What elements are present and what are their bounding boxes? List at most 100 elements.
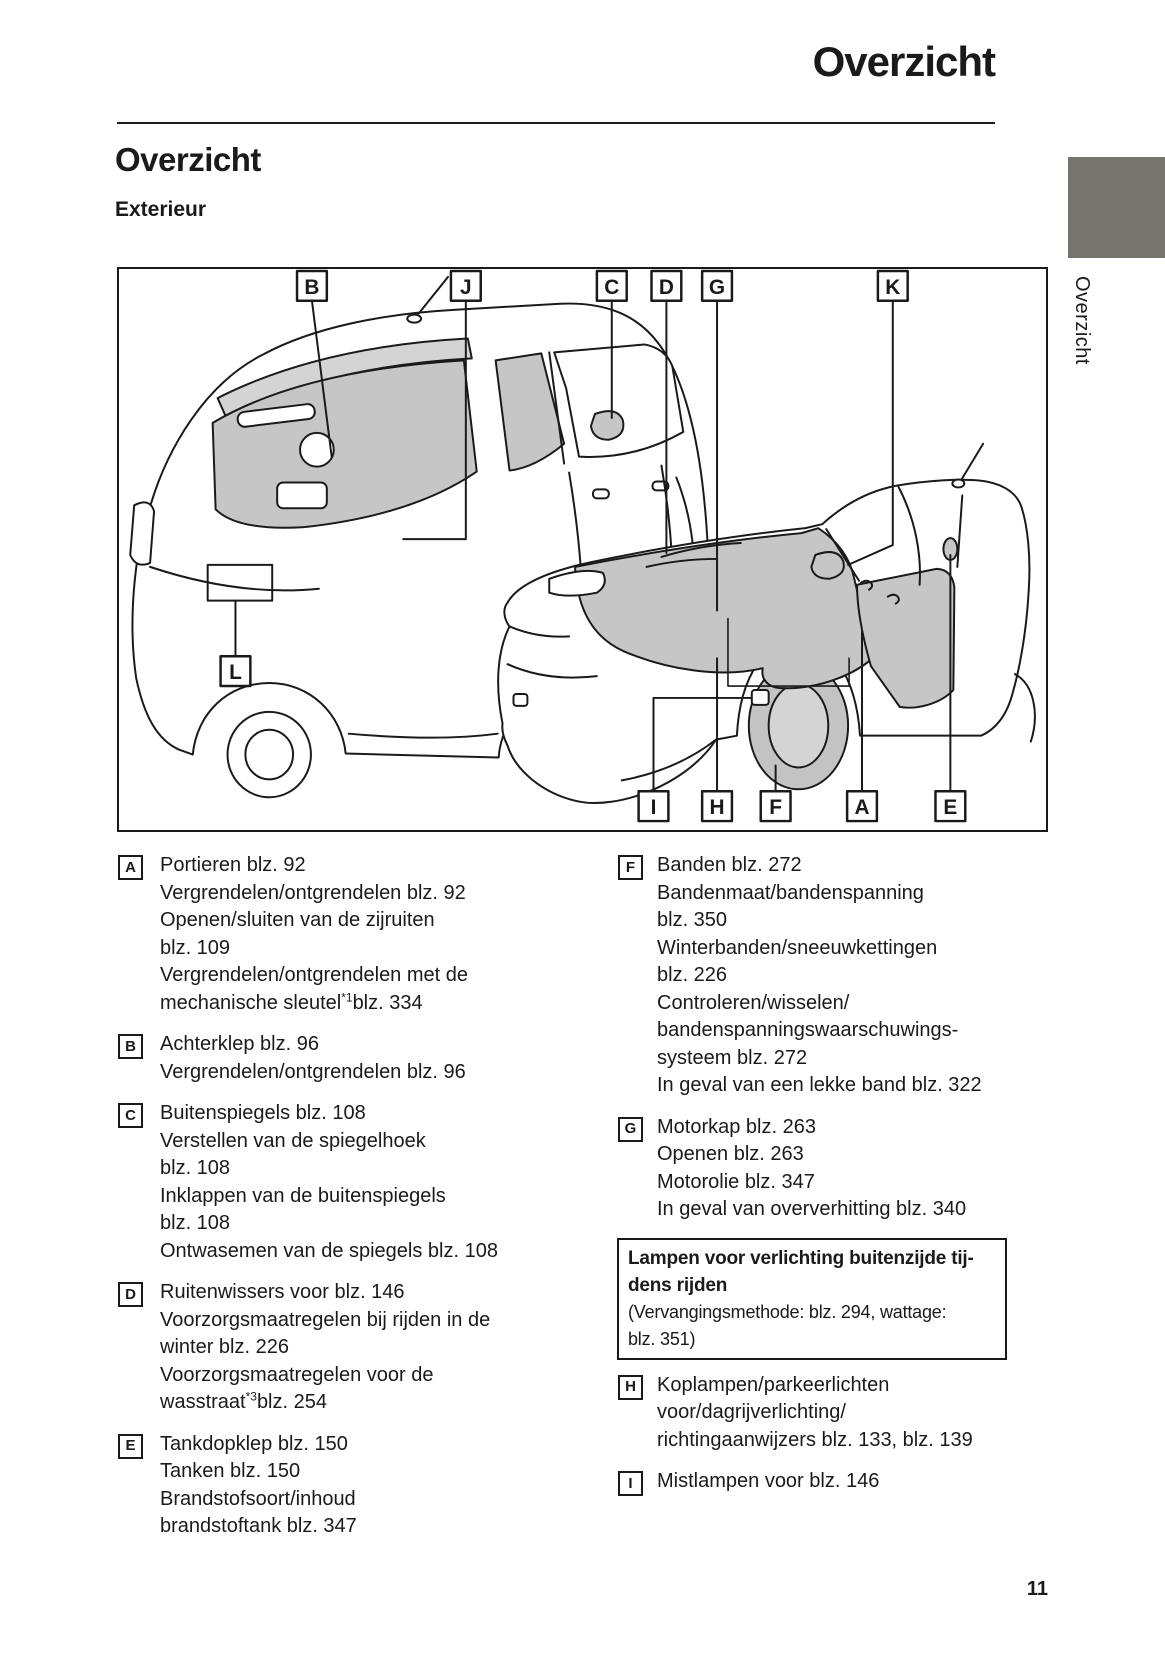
legend-line: blz. 226: [657, 964, 728, 986]
legend-line: Ontwasemen van de spiegels blz. 108: [160, 1239, 498, 1262]
note-title-line: dens rijden: [628, 1274, 728, 1296]
legend-line: blz. 108: [160, 1212, 231, 1234]
legend-line: Motorolie blz. 347: [657, 1170, 815, 1193]
diagram-label-A: A: [845, 790, 879, 823]
legend-marker-A: A: [118, 855, 143, 880]
legend-line: Openen blz. 263: [657, 1143, 804, 1165]
legend-line: Mistlampen voor blz. 146: [657, 1470, 880, 1492]
legend-marker-E: E: [118, 1433, 143, 1459]
legend-line: Koplampen/parkeerlichten: [657, 1373, 890, 1396]
side-window: [553, 343, 685, 458]
legend-line: Inklappen van de buitenspiegels: [160, 1184, 446, 1207]
rear-wheel-edge: [1013, 673, 1036, 743]
legend-section-A: A Portieren blz. 92 Vergrendelen/ontgrende…: [117, 852, 603, 1017]
headlight: [548, 569, 606, 597]
wiper: [645, 557, 718, 568]
svg-text:I: I: [651, 796, 657, 819]
legend-line: voor/dagrijverlichting/: [657, 1401, 846, 1423]
legend-line: Brandstofsoort/inhoud: [160, 1487, 356, 1510]
legend-marker-H: H: [618, 1374, 643, 1400]
legend-section-B: B Achterklep blz. 96 Vergrendelen/ontgrend…: [117, 1031, 603, 1086]
diagram-label-I: I: [637, 790, 670, 823]
diagram-label-B: B: [295, 269, 329, 303]
legend-line: richtingaanwijzers blz. 133, blz. 139: [657, 1428, 973, 1451]
legend-line: Verstellen van de spiegelhoek: [160, 1129, 426, 1152]
legend-line: Winterbanden/sneeuwkettingen: [657, 936, 938, 959]
legend-line: Portieren blz. 92: [160, 854, 306, 876]
legend-line: bandenspanningswaarschuwings-: [657, 1019, 959, 1041]
legend-column-left: A Portieren blz. 92 Vergrendelen/ontgrende…: [117, 852, 603, 1555]
svg-text:F: F: [769, 796, 782, 819]
legend-marker-D: D: [118, 1282, 143, 1307]
diagram-label-H: H: [700, 790, 734, 823]
legend-line: mechanische sleutel*1blz. 334: [160, 989, 423, 1014]
car-front-view: [497, 442, 1036, 804]
door-mirror-front-car: [810, 551, 845, 580]
header-rule: [117, 122, 995, 124]
diagram-label-G: G: [700, 269, 734, 303]
hood-shaded: [574, 527, 879, 690]
legend-marker-B: B: [118, 1034, 143, 1059]
diagram-label-F: F: [759, 790, 792, 823]
wiper: [660, 542, 742, 558]
exterior-lights-note-box: Lampen voor verlichting buitenzijde tij-…: [617, 1237, 1007, 1360]
legend-line: Banden blz. 272: [657, 854, 802, 876]
legend-line: Vergrendelen/ontgrendelen blz. 92: [160, 881, 466, 904]
quarter-window-shaded: [494, 352, 566, 472]
note-body-line: (Vervangingsmethode: blz. 294, wattage:: [628, 1301, 947, 1322]
exterior-diagram: B J C D G K I H F A E L: [129, 269, 1036, 823]
diagram-label-J: J: [449, 269, 482, 303]
legend-line: Buitenspiegels blz. 108: [160, 1102, 366, 1124]
legend-line: Voorzorgsmaatregelen bij rijden in de: [160, 1308, 491, 1331]
svg-text:L: L: [229, 661, 242, 684]
legend-line: Vergrendelen/ontgrendelen met de: [160, 964, 469, 986]
diagram-label-L: L: [219, 654, 252, 688]
svg-text:C: C: [604, 276, 619, 299]
legend-line: brandstoftank blz. 347: [160, 1515, 357, 1537]
legend-marker-I: I: [618, 1471, 643, 1496]
legend-line: Voorzorgsmaatregelen voor de: [160, 1363, 434, 1386]
legend-line: Achterklep blz. 96: [160, 1033, 319, 1055]
svg-text:D: D: [659, 276, 674, 299]
legend-marker-G: G: [618, 1116, 643, 1142]
svg-text:J: J: [460, 276, 472, 299]
svg-text:A: A: [854, 796, 869, 819]
legend-line: Openen/sluiten van de zijruiten: [160, 909, 435, 931]
tail-light: [129, 501, 156, 566]
svg-text:G: G: [709, 276, 725, 299]
legend-section-H: H Koplampen/parkeerlichten voor/dagrijverl…: [617, 1372, 1017, 1455]
legend-line: systeem blz. 272: [657, 1046, 808, 1069]
legend-line: blz. 108: [160, 1157, 231, 1179]
diagram-label-C: C: [595, 269, 628, 303]
page-number: 11: [1026, 1578, 1048, 1600]
legend-marker-C: C: [118, 1103, 143, 1128]
section-title: Overzicht: [115, 141, 261, 178]
svg-text:H: H: [710, 796, 725, 819]
page-title: Overzicht: [812, 38, 996, 85]
chapter-tab-marker: [1068, 157, 1165, 258]
legend-line: Tankdopklep blz. 150: [160, 1432, 348, 1455]
front-door-shaded: [856, 567, 956, 709]
legend-line: Tanken blz. 150: [160, 1460, 301, 1482]
legend-section-I: I Mistlampen voor blz. 146: [617, 1468, 1017, 1496]
legend-line: In geval van oververhitting blz. 340: [657, 1198, 967, 1220]
legend-line: Vergrendelen/ontgrendelen blz. 96: [160, 1060, 466, 1083]
license-plate-callout: [206, 563, 274, 602]
legend-line: blz. 350: [657, 909, 728, 931]
svg-text:E: E: [943, 796, 957, 819]
legend-line: In geval van een lekke band blz. 322: [657, 1074, 982, 1096]
legend-line: Controleren/wisselen/: [657, 991, 850, 1014]
diagram-label-E: E: [934, 790, 967, 823]
note-body-line: blz. 351): [628, 1328, 696, 1349]
svg-text:B: B: [304, 276, 319, 299]
diagram-label-D: D: [650, 269, 683, 303]
svg-text:K: K: [885, 276, 900, 299]
diagram-label-K: K: [876, 269, 909, 303]
exterior-diagram-frame: B J C D G K I H F A E L: [117, 267, 1048, 832]
